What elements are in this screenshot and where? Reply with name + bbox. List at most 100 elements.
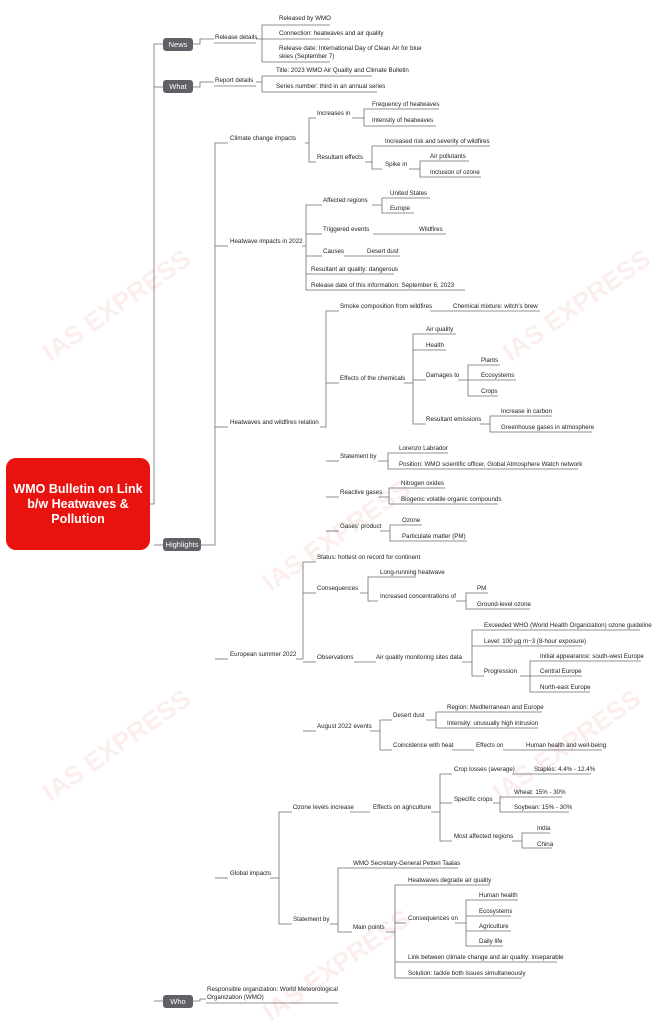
topic-solution[interactable]: Solution: tackle both issues simultaneou… [408,970,526,977]
topic-staples[interactable]: Staples: 4.4% - 12.4% [534,766,596,773]
topic-crop-losses[interactable]: Crop losses (average) [454,766,515,773]
topic-central-europe[interactable]: Central Europe [540,668,582,675]
topic-ozone-inclusion[interactable]: Inclusion of ozone [430,169,480,176]
topic-ozone-levels-increase[interactable]: Ozone levels increase [293,804,354,811]
topic-health[interactable]: Health [426,342,444,349]
topic-heatwaves-degrade[interactable]: Heatwaves degrade air quality [408,877,492,884]
category-who[interactable]: Who [163,995,193,1008]
topic-air-quality[interactable]: Air quality [426,326,454,333]
topic-position[interactable]: Position: WMO scientific officer, Global… [399,461,583,468]
topic-resultant-effects[interactable]: Resultant effects [317,154,363,161]
topic-ground-level-ozone[interactable]: Ground-level ozone [477,601,532,608]
topic-status[interactable]: Status: hottest on record for continent [317,554,421,561]
topic-european-summer-2022[interactable]: European summer 2022 [230,651,297,658]
topic-triggered-events[interactable]: Triggered events [323,226,370,233]
topic-info-release-date[interactable]: Release date of this information: Septem… [311,282,455,289]
topic-ecosystems[interactable]: Ecosystems [481,372,515,379]
topic-series-number[interactable]: Series number: third in an annual series [276,83,386,90]
topic-resultant-air-quality[interactable]: Resultant air quality: dangerous [311,266,399,273]
topic-agriculture[interactable]: Agriculture [479,923,509,930]
topic-exceeded-who[interactable]: Exceeded WHO (World Health Organization)… [484,622,652,629]
topic-global-impacts[interactable]: Global impacts [230,870,271,877]
topic-effects-of-chemicals[interactable]: Effects of the chemicals [340,375,406,382]
topic-heatwave-impacts-2022[interactable]: Heatwave impacts in 2022 [230,238,303,245]
topic-nitrogen-oxides[interactable]: Nitrogen oxides [401,480,444,487]
topic-ozone-level[interactable]: Level: 100 µg m−3 (8-hour exposure) [484,638,587,645]
topic-progression[interactable]: Progression [484,668,518,675]
topic-spike-in[interactable]: Spike in [385,161,408,168]
topic-north-east-europe[interactable]: North-east Europe [540,684,591,691]
category-news[interactable]: News [163,38,193,51]
topic-gases-product[interactable]: Gases' product [340,523,382,530]
root-title: WMO Bulletin on Link b/w Heatwaves & Pol… [13,481,143,526]
topic-human-health[interactable]: Human health [479,892,518,899]
topic-plants[interactable]: Plants [481,357,499,364]
topic-dust-region[interactable]: Region: Mediterranean and Europe [447,704,544,711]
topic-consequences-on[interactable]: Consequences on [408,915,458,922]
topic-intensity[interactable]: Intensity of heatwaves [372,117,434,124]
topic-release-date[interactable]: Release date: International Day of Clean… [279,45,422,60]
topic-climate-change-impacts[interactable]: Climate change impacts [230,135,297,142]
topic-responsible-organization[interactable]: Responsible organization: World Meteorol… [207,986,338,1001]
category-what[interactable]: What [163,80,193,93]
topic-effects-on-agriculture[interactable]: Effects on agriculture [373,804,432,811]
topic-soybean[interactable]: Soybean: 15% - 30% [514,804,573,811]
topic-aug-desert-dust[interactable]: Desert dust [393,712,425,719]
topic-desert-dust[interactable]: Desert dust [367,248,399,255]
topic-chemical-mixture[interactable]: Chemical mixture: witch's brew [453,303,538,310]
topic-smoke-composition[interactable]: Smoke composition from wildfires [340,303,433,310]
topic-bvoc[interactable]: Biogenic volatile organic compounds [401,496,502,503]
topic-china[interactable]: China [537,841,554,848]
topic-report-details[interactable]: Report details [215,77,254,84]
topic-release-details[interactable]: Release details [215,34,258,41]
topic-statement-by[interactable]: Statement by [340,453,377,460]
topic-connection[interactable]: Connection: heatwaves and air quality [279,30,384,37]
topic-india[interactable]: India [537,825,551,832]
topic-increased-concentrations[interactable]: Increased concentrations of [380,593,457,600]
topic-petteri-taalas[interactable]: WMO Secretary-General Petteri Taalas [353,860,461,867]
topic-human-health-wellbeing[interactable]: Human health and well-being [526,742,607,749]
topic-damages-to[interactable]: Damages to [426,372,460,379]
topic-most-affected-regions[interactable]: Most affected regions [454,833,514,840]
topic-monitoring-sites[interactable]: Air quality monitoring sites data [376,654,462,661]
topic-dust-intensity[interactable]: Intensity: unusually high intrusion [447,720,539,727]
topic-greenhouse-gases[interactable]: Greenhouse gases in atmosphere [501,424,595,431]
topic-pm[interactable]: PM [477,585,487,592]
topic-specific-crops[interactable]: Specific crops [454,796,493,803]
topic-increase-in-carbon[interactable]: Increase in carbon [501,408,552,415]
topic-observations[interactable]: Observations [317,654,354,661]
topic-initial-appearance[interactable]: Initial appearance: south-west Europe [540,653,644,660]
topic-august-2022-events[interactable]: August 2022 events [317,723,372,730]
topic-consequences[interactable]: Consequences [317,585,359,592]
topic-crops[interactable]: Crops [481,388,498,395]
topic-wildfire-risk[interactable]: Increased risk and severity of wildfires [385,138,490,145]
topic-europe[interactable]: Europe [390,205,410,212]
topic-long-running-heatwave[interactable]: Long-running heatwave [380,569,445,576]
topic-lorenzo-labrador[interactable]: Lorenzo Labrador [399,445,448,452]
topic-global-ecosystems[interactable]: Ecosystems [479,908,513,915]
topic-affected-regions[interactable]: Affected regions [323,197,368,204]
topic-bulletin-title[interactable]: Title: 2023 WMO Air Quality and Climate … [276,67,409,74]
topic-particulate-matter[interactable]: Particulate matter (PM) [402,533,466,540]
topic-released-by[interactable]: Released by WMO [279,15,331,22]
topic-link-inseparable[interactable]: Link between climate change and air qual… [408,954,564,961]
topic-increases-in[interactable]: Increases in [317,110,351,117]
topic-frequency[interactable]: Frequency of heatwaves [372,101,440,108]
category-highlights[interactable]: Highlights [163,538,201,551]
topic-wildfires[interactable]: Wildfires [419,226,443,233]
root-topic[interactable]: WMO Bulletin on Link b/w Heatwaves & Pol… [6,458,150,550]
topic-ozone[interactable]: Ozone [402,517,421,524]
topic-effects-on[interactable]: Effects on [476,742,504,749]
topic-daily-life[interactable]: Daily life [479,938,503,945]
topic-heatwaves-wildfires-relation[interactable]: Heatwaves and wildfires relation [230,419,319,426]
topic-reactive-gases[interactable]: Reactive gases [340,489,383,496]
topic-united-states[interactable]: United States [390,190,428,197]
topic-resultant-emissions[interactable]: Resultant emissions [426,416,482,423]
topic-coincidence-with-heat[interactable]: Coincidence with heat [393,742,454,749]
topic-causes[interactable]: Causes [323,248,344,255]
topic-wheat[interactable]: Wheat: 15% - 30% [514,789,566,796]
topic-main-points[interactable]: Main points [353,924,385,931]
topic-air-pollutants[interactable]: Air pollutants [430,153,466,160]
topic-global-statement-by[interactable]: Statement by [293,916,330,923]
